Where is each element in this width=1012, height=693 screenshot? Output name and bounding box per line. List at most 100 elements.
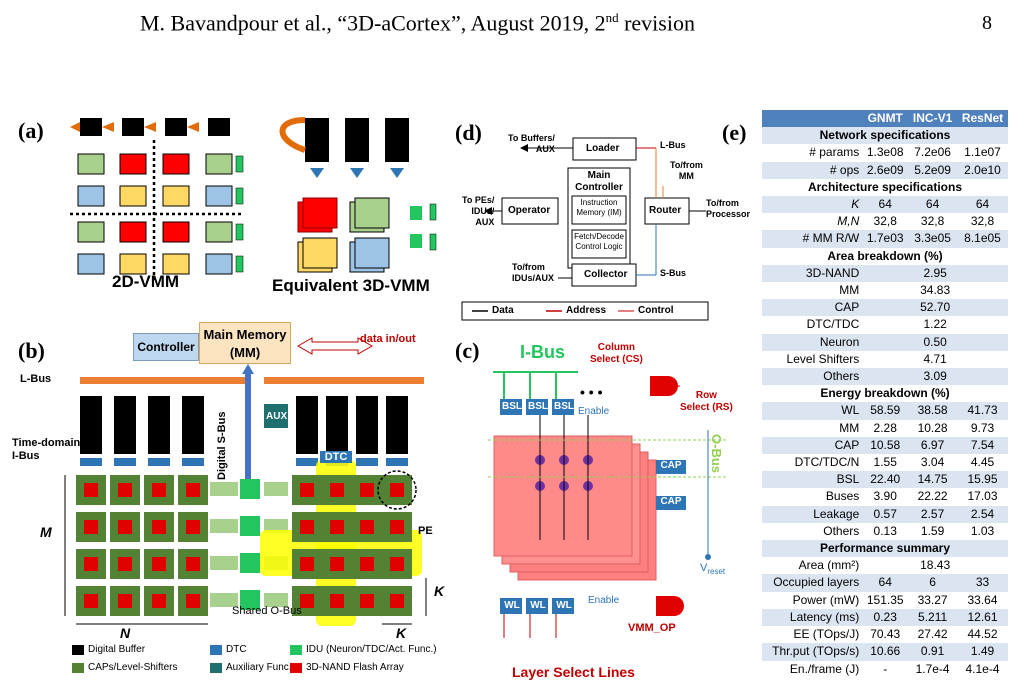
section-title: Performance summary	[762, 540, 1008, 558]
panel-a-2d-grid	[70, 140, 244, 280]
panel-a-3d-caption: Equivalent 3D-VMM	[272, 276, 430, 295]
digital-s-bus-text: Digital S-Bus	[216, 411, 228, 480]
specifications-table: GNMT INC-V1 ResNet Network specification…	[762, 110, 1008, 678]
data-in-out-label: data in/out	[360, 333, 416, 345]
panel-a-figure	[70, 117, 437, 280]
row-label: MM	[762, 282, 863, 300]
row-value: 10.28	[908, 419, 957, 437]
panel-c-label: (c)	[455, 338, 480, 363]
legend-swatch-idu	[290, 645, 302, 655]
k-right-label: K	[434, 583, 445, 599]
bsl-label-2: BSL	[528, 401, 548, 412]
wl-label-1: WL	[504, 600, 520, 611]
section-title: Area breakdown (%)	[762, 247, 1008, 265]
panel-b-left-buffers	[80, 396, 204, 466]
table-header-cell	[762, 110, 863, 128]
row-value: 1.7e-4	[908, 660, 957, 678]
to-from-mm-text-2: MM	[678, 171, 694, 181]
layer-select-label: Layer Select Lines	[512, 664, 635, 680]
row-label: Occupied layers	[762, 574, 863, 592]
row-value: 2.95	[862, 264, 1008, 283]
instruction-memory-text-2: Memory (IM)	[576, 208, 622, 217]
v-reset-text: V	[700, 562, 708, 574]
row-label: 3D-NAND	[762, 264, 863, 283]
citation: M. Bavandpour et al., “3D-aCortex”, Augu…	[140, 10, 695, 36]
table-header-cell: GNMT	[862, 110, 909, 128]
table-header-cell: ResNet	[957, 110, 1008, 128]
panel-c-figure	[488, 371, 728, 638]
row-value: 1.22	[862, 316, 1008, 334]
l-bus-label: L-Bus	[20, 373, 52, 385]
row-value: 18.43	[862, 557, 1008, 575]
row-value: 10.66	[862, 643, 909, 661]
panel-b-right-pe-grid	[260, 460, 422, 626]
table-row: Area (mm²)18.43	[762, 557, 1008, 575]
row-label: EE (TOps/J)	[762, 626, 863, 644]
panel-d-label: (d)	[455, 120, 482, 145]
row-label: Neuron	[762, 333, 863, 351]
legend-swatch-caps	[72, 663, 84, 673]
to-buffers-text: To Buffers/	[508, 133, 555, 143]
page-header: M. Bavandpour et al., “3D-aCortex”, Augu…	[0, 6, 1012, 46]
aux-box-label: AUX	[266, 411, 288, 422]
row-value: 0.91	[908, 643, 957, 661]
row-label: MM	[762, 419, 863, 437]
row-value: 3.09	[862, 368, 1008, 386]
main-controller-text-2: Controller	[575, 182, 623, 193]
shared-o-bus-label: Shared O-Bus	[232, 605, 302, 617]
row-value: 2.54	[957, 505, 1008, 523]
to-buffers-label: To Buffers/AUX	[508, 133, 555, 155]
d-l-bus-label: L-Bus	[660, 140, 686, 150]
cap-label-2: CAP	[660, 496, 682, 507]
section-title: Network specifications	[762, 127, 1008, 145]
row-label: DTC/TDC	[762, 316, 863, 334]
row-value: 15.95	[957, 471, 1008, 489]
row-label: Area (mm²)	[762, 557, 863, 575]
row-value: 8.1e05	[957, 230, 1008, 248]
to-buffers-aux: AUX	[535, 144, 555, 154]
row-value: 32,8	[957, 213, 1008, 231]
legend-control-label: Control	[638, 305, 674, 316]
row-label: Others	[762, 522, 863, 541]
row-label: Others	[762, 368, 863, 386]
legend-dtc: DTC	[226, 644, 247, 655]
row-value: 5.2e09	[908, 161, 957, 179]
row-value: 0.13	[862, 522, 909, 541]
pe-label: PE	[418, 525, 433, 537]
row-value: 38.58	[908, 402, 957, 420]
row-value: 64	[862, 574, 909, 592]
row-value: 0.50	[862, 333, 1008, 351]
row-value: 32,8	[908, 213, 957, 231]
panel-a-2d-caption: 2D-VMM	[112, 272, 180, 291]
to-pes-text-3: AUX	[475, 217, 495, 227]
i-bus-label: I-Bus	[520, 342, 565, 362]
row-value: 1.55	[862, 454, 909, 472]
section-title: Architecture specifications	[762, 178, 1008, 197]
legend-digital-buffer: Digital Buffer	[88, 644, 146, 655]
row-label: Level Shifters	[762, 350, 863, 369]
panel-a-label: (a)	[18, 118, 44, 143]
instruction-memory-text: Instruction	[580, 198, 618, 207]
vmm-op-label: VMM_OP	[628, 622, 676, 634]
row-value: 32,8	[862, 213, 909, 231]
row-label: CAP	[762, 436, 863, 455]
panel-b-right-buffers	[296, 396, 408, 466]
section-title: Energy breakdown (%)	[762, 385, 1008, 403]
to-from-idus-text-2: IDUs/AUX	[512, 273, 555, 283]
